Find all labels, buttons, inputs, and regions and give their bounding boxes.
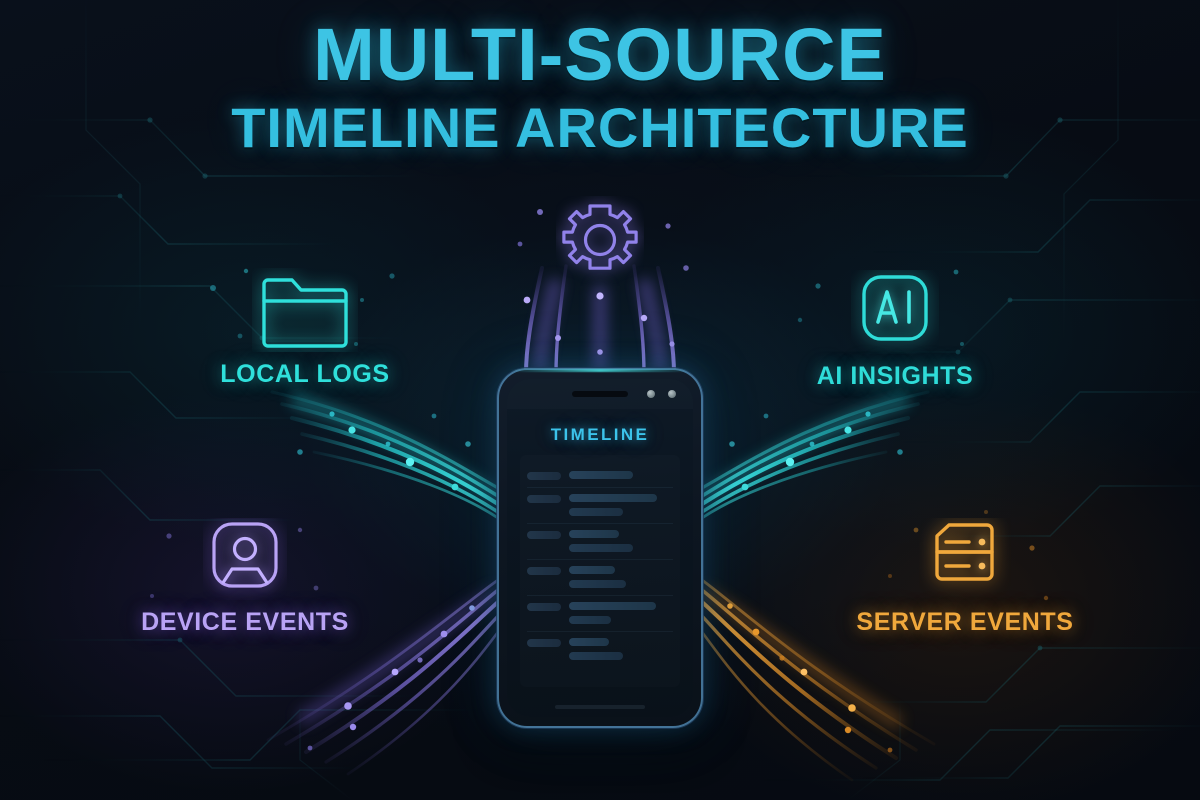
node-device-events-label: DEVICE EVENTS [141,608,349,636]
ai-badge-icon [862,275,928,341]
timeline-row-timestamp [527,639,561,647]
title-line-1: MULTI-SOURCE [313,13,887,96]
phone-mockup[interactable]: TIMELINE [497,368,703,728]
user-icon [212,522,278,588]
node-ai-insights-label: AI INSIGHTS [816,362,974,390]
node-local-logs[interactable]: LOCAL LOGS [170,268,440,389]
timeline-row-bar [569,580,627,588]
flow-local-logs [270,390,502,520]
timeline-row-content [569,494,673,516]
timeline-row[interactable] [527,632,673,667]
timeline-row-timestamp [527,603,561,611]
flow-ai-insights-dots [729,411,903,491]
timeline-row-bar [569,602,657,610]
timeline-row-timestamp [527,472,561,480]
phone-body: TIMELINE [497,368,703,728]
timeline-row[interactable] [527,596,673,632]
phone-top-glow [509,369,691,372]
gear-icon [562,204,638,270]
timeline-row-bar [569,638,609,646]
timeline-row-content [569,471,673,479]
folder-icon [262,278,348,348]
timeline-row[interactable] [527,524,673,560]
server-icon [935,523,994,581]
timeline-row[interactable] [527,488,673,524]
timeline-row[interactable] [527,465,673,488]
timeline-row-bar [569,566,615,574]
node-device-events[interactable]: DEVICE EVENTS [110,518,380,637]
pipeline-data-dots [517,209,689,355]
timeline-row-timestamp [527,531,561,539]
flow-local-logs-dots [297,411,471,491]
node-server-events-label: SERVER EVENTS [856,608,1074,636]
timeline-row-bar [569,508,624,516]
flow-ai-insights [698,390,930,520]
phone-sensor-icon [668,390,676,398]
timeline-row-bar [569,494,658,502]
node-ai-insights[interactable]: AI INSIGHTS [760,270,1030,391]
flow-server-events [698,578,936,782]
phone-home-indicator [555,705,645,709]
flow-server-events-dots [727,603,893,753]
timeline-row-bar [569,471,634,479]
title-line-2: TIMELINE ARCHITECTURE [231,96,969,159]
flow-pipeline-glow [517,209,689,376]
flow-device-events [266,578,502,776]
phone-speaker-icon [572,391,628,397]
flow-device-events-dots [307,605,475,751]
timeline-feed[interactable] [520,455,680,687]
timeline-row-bar [569,530,619,538]
timeline-row-timestamp [527,567,561,575]
phone-camera-icon [647,390,655,398]
pipeline-node [556,196,644,289]
timeline-row-bar [569,544,634,552]
node-server-events[interactable]: SERVER EVENTS [830,518,1100,637]
phone-screen[interactable]: TIMELINE [507,379,693,717]
node-local-logs-label: LOCAL LOGS [220,360,390,388]
timeline-row-content [569,602,673,624]
timeline-row-content [569,638,673,660]
timeline-row-bar [569,616,611,624]
timeline-row[interactable] [527,560,673,596]
timeline-row-timestamp [527,495,561,503]
timeline-screen-title: TIMELINE [550,425,650,444]
timeline-row-content [569,530,673,552]
timeline-row-content [569,566,673,588]
page-title: MULTI-SOURCE TIMELINE ARCHITECTURE [0,18,1200,156]
timeline-row-bar [569,652,624,660]
